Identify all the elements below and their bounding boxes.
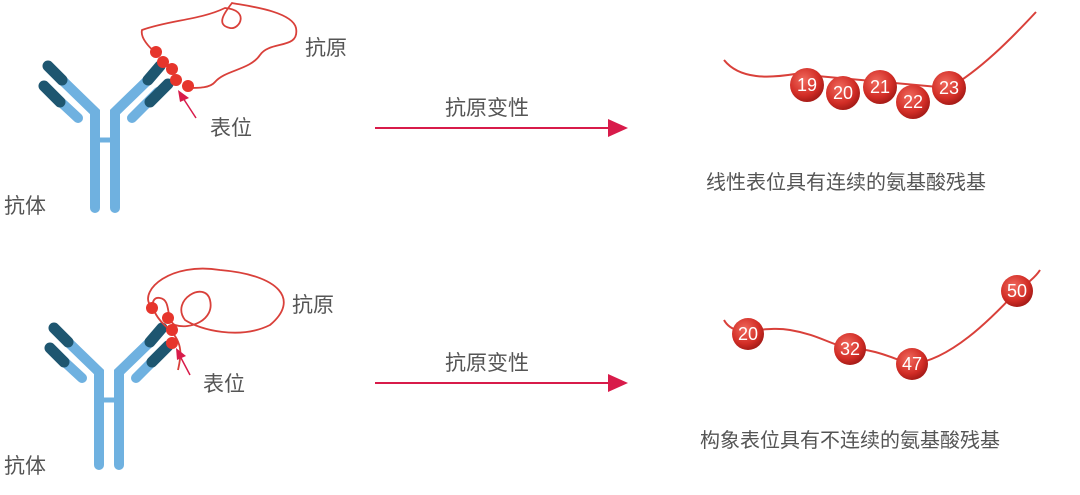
residue-bead: 20 [826,76,860,110]
svg-text:50: 50 [1007,281,1027,301]
linear-epitope-caption: 线性表位具有连续的氨基酸残基 [706,170,986,194]
denature-label: 抗原变性 [445,96,529,120]
antibody-icon [38,60,174,213]
antigen-label: 抗原 [305,36,347,60]
residue-bead: 20 [732,318,764,350]
svg-text:19: 19 [797,75,817,95]
conformational-strand [723,269,1041,366]
linear-residues: 19 20 21 22 23 [790,68,966,119]
residue-bead: 21 [863,70,897,104]
antibody-icon [44,322,174,470]
denature-arrow-icon [375,374,628,392]
residue-bead: 19 [790,68,824,102]
epitope-pointer-arrow [176,348,191,376]
residue-bead: 23 [932,71,966,105]
residue-bead: 32 [834,333,866,365]
svg-text:47: 47 [902,354,922,374]
antigen-label: 抗原 [292,293,334,317]
svg-text:23: 23 [939,78,959,98]
svg-text:32: 32 [840,339,860,359]
residue-bead: 22 [896,85,930,119]
antibody-label: 抗体 [4,194,46,218]
antibody-label: 抗体 [4,454,46,478]
antigen-strand [140,1,298,89]
svg-text:20: 20 [738,324,758,344]
conformational-epitope-caption: 构象表位具有不连续的氨基酸残基 [700,428,1000,452]
epitope-beads [150,46,194,92]
svg-text:20: 20 [833,83,853,103]
svg-text:21: 21 [870,77,890,97]
epitope-beads [146,302,178,349]
conformational-residues: 20 32 47 50 [732,275,1033,380]
residue-bead: 47 [896,348,928,380]
epitope-label: 表位 [203,372,245,396]
epitope-label: 表位 [210,116,252,140]
denature-label: 抗原变性 [445,351,529,375]
epitope-pointer-arrow [178,90,197,119]
residue-bead: 50 [1001,275,1033,307]
denature-arrow-icon [375,119,628,137]
svg-text:22: 22 [903,92,923,112]
